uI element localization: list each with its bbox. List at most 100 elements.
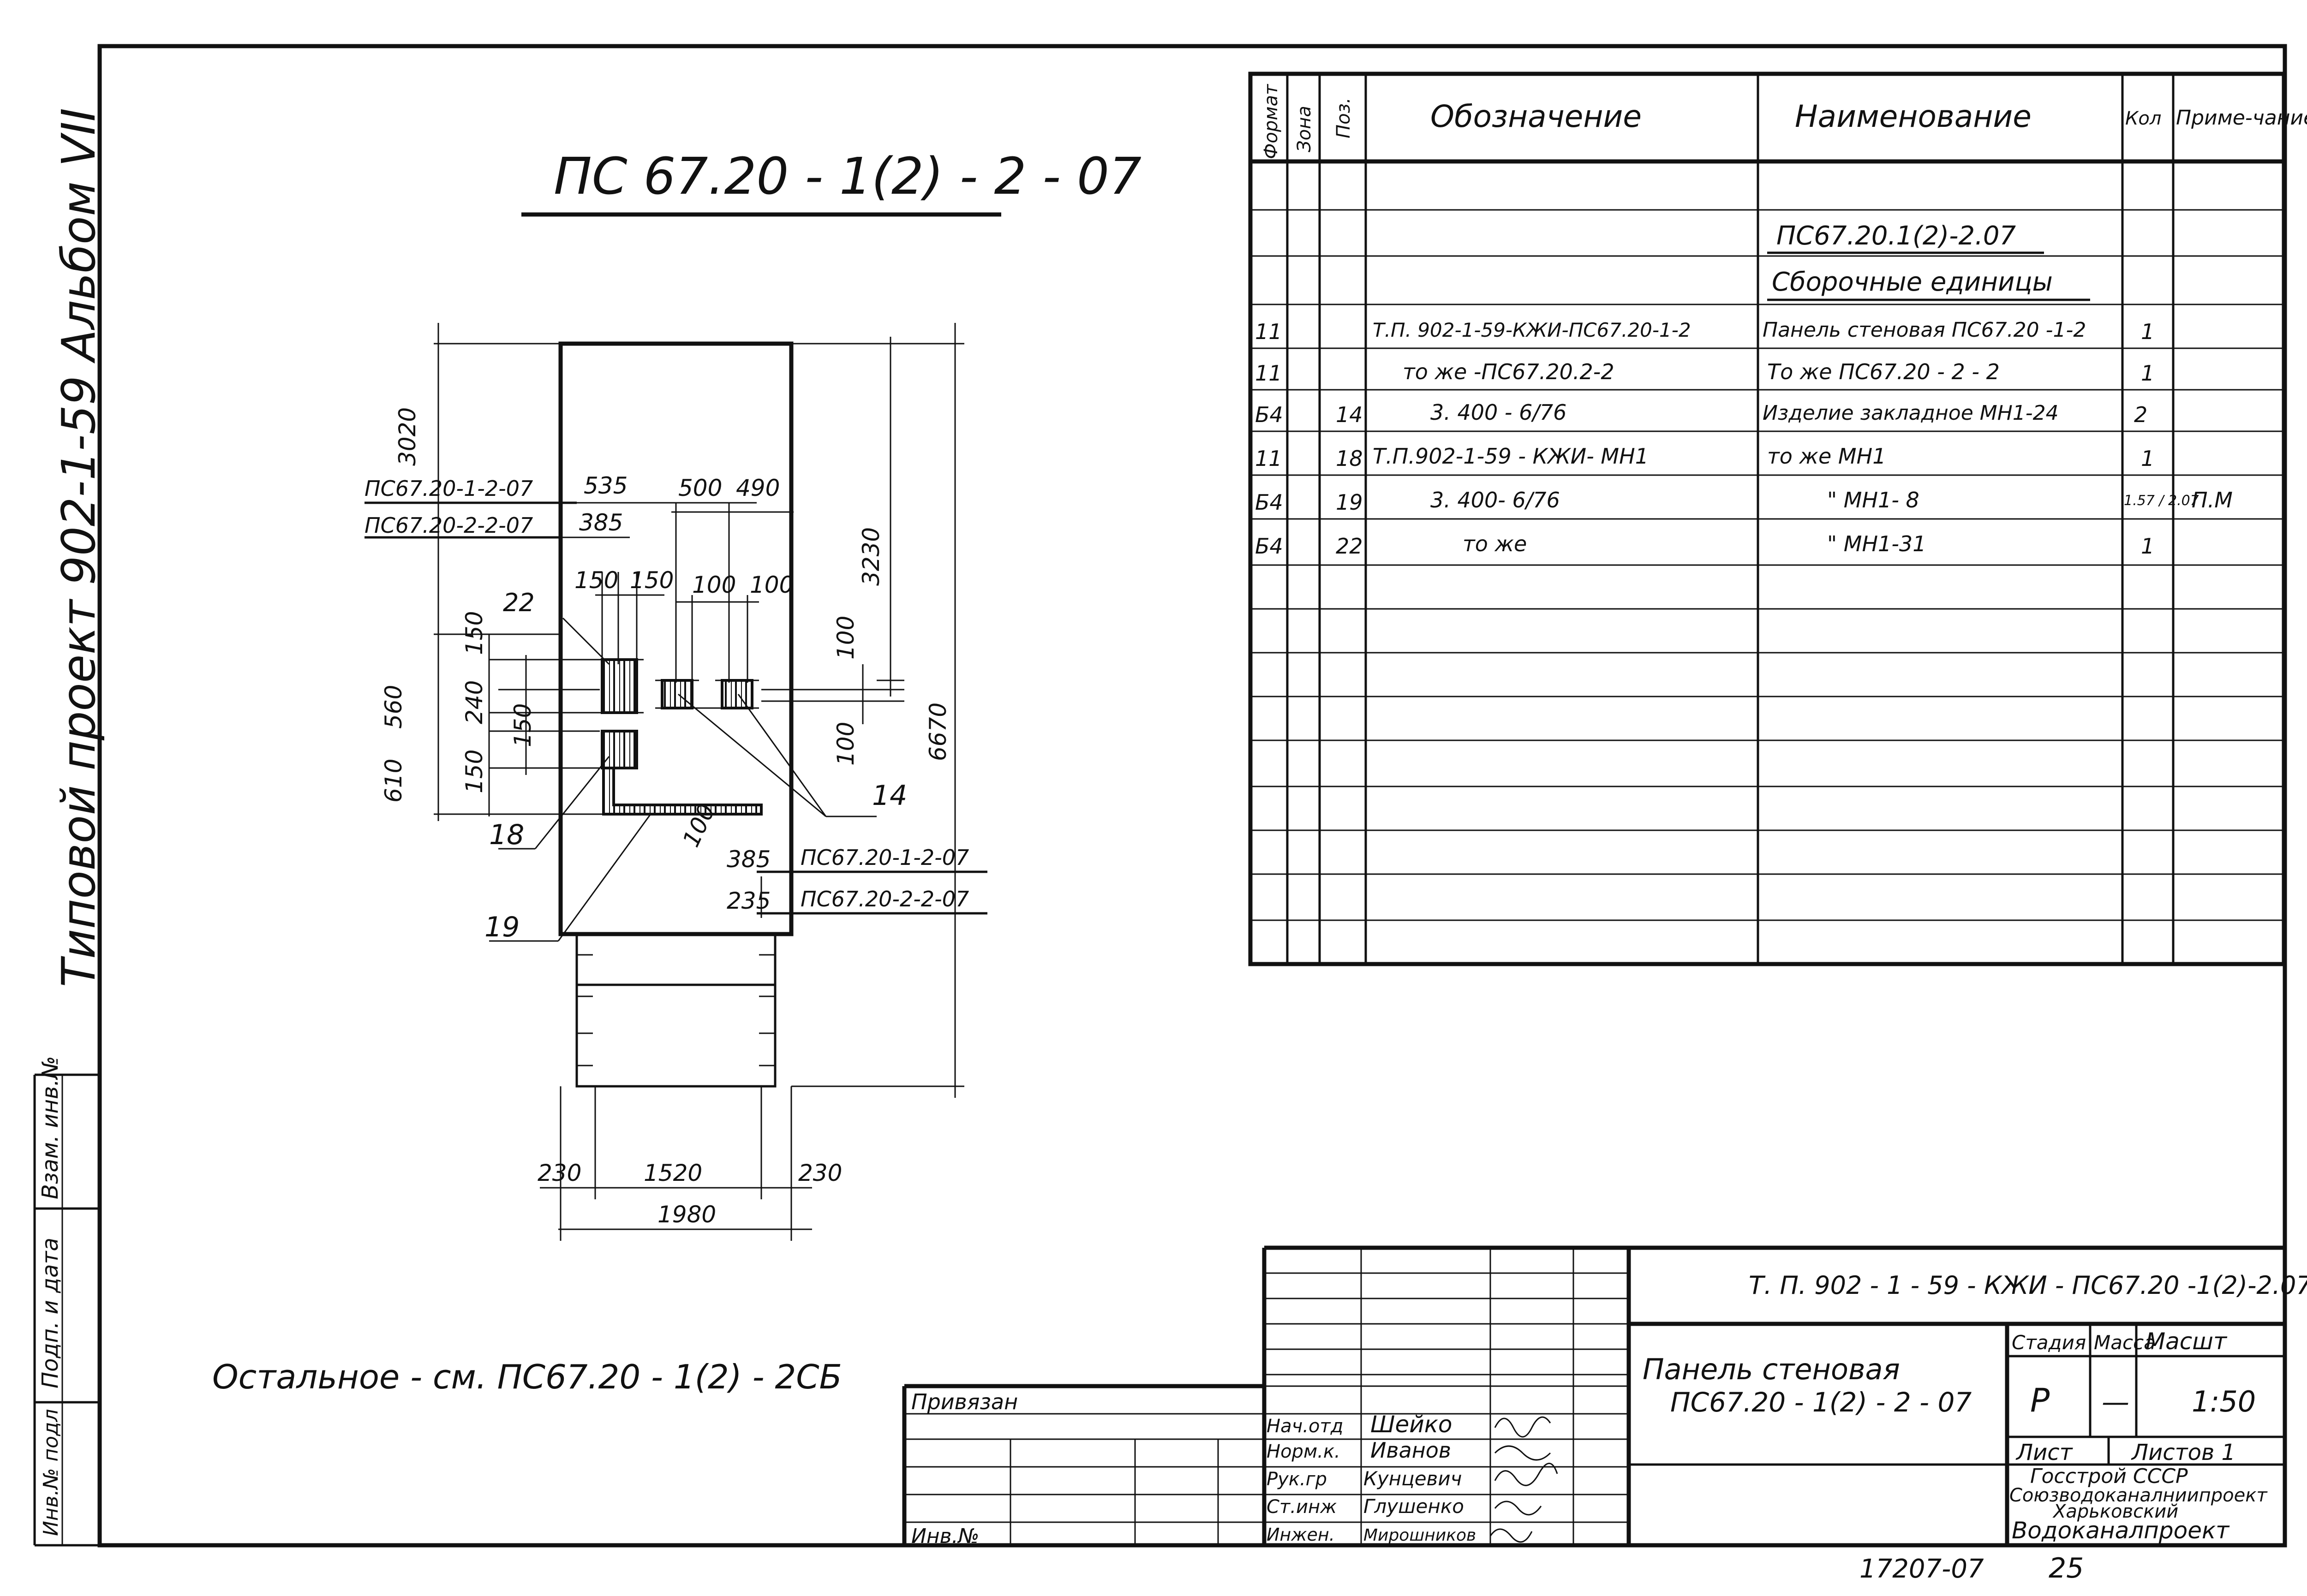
scale-label: Масшт — [2146, 1328, 2228, 1355]
r4-name: то же МН1 — [1767, 444, 1886, 469]
embedded-item-18 — [601, 730, 638, 769]
r6-name: " МН1-31 — [1827, 531, 1926, 556]
r1-name: Панель стеновая ПС67.20 -1-2 — [1763, 318, 2086, 342]
signature-2 — [1494, 1445, 1551, 1461]
dim-610: 610 — [380, 759, 407, 803]
product-line1: Панель стеновая — [1643, 1352, 1900, 1386]
mark-right-1: ПС67.20-1-2-07 — [801, 845, 969, 870]
embedded-item-19 — [602, 767, 763, 816]
r5-designation: 3. 400- 6/76 — [1430, 488, 1560, 512]
role-1: Нач.отд — [1267, 1416, 1343, 1437]
dim-100c: 100 — [832, 616, 859, 660]
dim-385b: 385 — [727, 846, 771, 873]
r2-name: То же ПС67.20 - 2 - 2 — [1767, 359, 2000, 384]
name-4: Глушенко — [1363, 1495, 1464, 1518]
drawing-note: Остальное - см. ПС67.20 - 1(2) - 2СБ — [212, 1358, 842, 1396]
dim-100b: 100 — [750, 572, 794, 598]
mark-left-1: ПС67.20-1-2-07 — [365, 476, 533, 501]
inv-orig-label: Инв.№ подл — [39, 1409, 63, 1536]
product-line2: ПС67.20 - 1(2) - 2 - 07 — [1670, 1387, 1972, 1418]
dim-385a: 385 — [579, 509, 623, 536]
scale-value: 1:50 — [2192, 1385, 2256, 1418]
dim-100a: 100 — [692, 572, 736, 598]
title-block: Т. П. 902 - 1 - 59 - КЖИ - ПС67.20 -1(2)… — [902, 1245, 2307, 1548]
th-designation: Обозначение — [1430, 99, 1642, 134]
dim-230b: 230 — [798, 1160, 842, 1186]
r5-format: Б4 — [1255, 490, 1283, 515]
dim-150v: 150 — [461, 611, 488, 655]
th-name: Наименование — [1795, 99, 2032, 134]
th-qty: Кол — [2125, 108, 2161, 129]
th-note: Приме-чание — [2176, 106, 2307, 130]
r2-format: 11 — [1255, 361, 1282, 386]
section-sub: Сборочные единицы — [1772, 267, 2053, 297]
sign-date-label: Подп. и дата — [37, 1238, 63, 1388]
inv-no-label: Инв.№ — [911, 1525, 979, 1548]
th-pos: Поз. — [1333, 97, 1354, 138]
r6-format: Б4 — [1255, 534, 1283, 559]
panel-elevation — [558, 341, 794, 1088]
embedded-item-14b — [721, 679, 753, 709]
sheet-label: Лист — [2015, 1440, 2074, 1465]
signature-4 — [1494, 1501, 1542, 1516]
dim-235: 235 — [727, 887, 771, 914]
drawing-title: ПС 67.20 - 1(2) - 2 - 07 — [554, 147, 1142, 206]
org-line4: Водоканалпроект — [2012, 1517, 2230, 1544]
dim-150a: 150 — [574, 567, 618, 594]
org-line1: Госстрой СССР — [2030, 1465, 2188, 1488]
role-2: Норм.к. — [1267, 1441, 1340, 1462]
dim-535: 535 — [584, 472, 628, 499]
sheets-label: Листов 1 — [2131, 1440, 2235, 1465]
r4-designation: Т.П.902-1-59 - КЖИ- МН1 — [1373, 444, 1649, 469]
signature-5 — [1489, 1528, 1533, 1543]
r3-format: Б4 — [1255, 402, 1283, 427]
pos-14: 14 — [872, 780, 907, 812]
org-line3: Харьковский — [2052, 1501, 2178, 1522]
dim-560: 560 — [380, 685, 407, 729]
name-2: Иванов — [1370, 1438, 1451, 1463]
dim-6670: 6670 — [925, 703, 951, 761]
mark-right-2: ПС67.20-2-2-07 — [801, 887, 969, 911]
pos-18: 18 — [489, 819, 524, 851]
r2-qty: 1 — [2141, 361, 2154, 386]
side-title: Типовой проект 902-1-59 Альбом VII — [52, 108, 106, 987]
signature-3 — [1494, 1463, 1558, 1486]
r4-format: 11 — [1255, 446, 1282, 471]
r6-designation: то же — [1463, 531, 1527, 556]
dim-150v2: 150 — [509, 703, 536, 747]
attached-label: Привязан — [911, 1389, 1018, 1414]
pos-22: 22 — [503, 588, 535, 617]
th-format: Формат — [1261, 83, 1282, 159]
r4-qty: 1 — [2141, 446, 2154, 471]
name-1: Шейко — [1370, 1411, 1452, 1438]
mass-label: Масса — [2094, 1331, 2156, 1354]
mark-left-2: ПС67.20-2-2-07 — [365, 513, 533, 538]
role-3: Рук.гр — [1267, 1469, 1327, 1490]
embedded-item-22 — [601, 658, 638, 714]
dim-150b: 150 — [630, 567, 674, 594]
org-line2: Союзводоканалниипроект — [2009, 1485, 2268, 1506]
stage-label: Стадия — [2012, 1331, 2086, 1354]
r1-format: 11 — [1255, 319, 1282, 344]
dim-240: 240 — [461, 680, 488, 724]
embedded-item-14a — [661, 679, 693, 709]
pos-19: 19 — [484, 911, 520, 943]
section-title: ПС67.20.1(2)-2.07 — [1776, 221, 2016, 251]
stamp-bottom: 17207-07 — [1859, 1554, 1984, 1584]
dim-1980: 1980 — [657, 1201, 716, 1228]
dim-150v3: 150 — [461, 750, 488, 793]
doc-code: Т. П. 902 - 1 - 59 - КЖИ - ПС67.20 -1(2)… — [1749, 1271, 2307, 1300]
r5-qty: 1.57 / 2.07 — [2124, 493, 2199, 509]
r2-designation: то же -ПС67.20.2-2 — [1403, 359, 1614, 384]
dim-100d: 100 — [832, 722, 859, 766]
role-4: Ст.инж — [1267, 1496, 1337, 1518]
left-strip: Взам. инв.№ Подп. и дата Инв.№ подл — [33, 1056, 100, 1547]
dim-3230: 3230 — [858, 527, 885, 586]
dimension-lines — [365, 323, 987, 1241]
stage-value: Р — [2030, 1382, 2050, 1419]
page-number: 25 — [2049, 1552, 2084, 1584]
r3-pos: 14 — [1336, 402, 1363, 427]
dim-3020: 3020 — [394, 407, 421, 466]
r6-pos: 22 — [1336, 534, 1363, 559]
